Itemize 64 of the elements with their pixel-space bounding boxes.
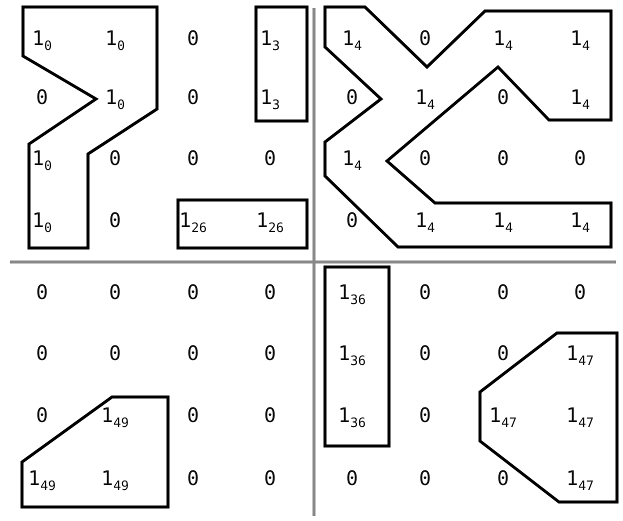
cell-value: 1$_{4}$	[570, 84, 590, 110]
cell-value: 0	[574, 145, 586, 171]
cell-value: 0	[346, 465, 358, 491]
cell-value: 1$_{4}$	[570, 25, 590, 51]
cell-value: 0	[496, 279, 510, 305]
cell-value: 1$_{4}$	[493, 25, 513, 51]
cell-value: 0	[186, 145, 200, 171]
cell-value: 1$_{0}$	[105, 25, 125, 51]
cell-value: 1$_{4}$	[570, 207, 590, 233]
cell-value: 0	[496, 84, 510, 110]
cell-value: 0	[36, 279, 48, 305]
cell-value: 0	[264, 279, 276, 305]
cell-value: 1$_{4}$	[493, 207, 513, 233]
cell-value: 1$_{47}$	[489, 402, 517, 428]
cell-value: 0	[346, 207, 358, 233]
cell-value: 0	[418, 145, 432, 171]
cell-value: 1$_{3}$	[260, 84, 280, 110]
cell-value: 0	[418, 402, 432, 428]
cell-value: 1$_{0}$	[32, 25, 52, 51]
cell-value: 1$_{0}$	[32, 207, 52, 233]
cell-value: 1$_{49}$	[101, 465, 129, 491]
cell-value: 1$_{26}$	[179, 207, 207, 233]
cell-value: 1$_{4}$	[342, 25, 362, 51]
cell-value: 0	[264, 402, 276, 428]
cell-value: 1$_{4}$	[342, 145, 362, 171]
cell-value: 1$_{4}$	[415, 84, 435, 110]
cell-value: 0	[264, 145, 276, 171]
cell-value: 0	[418, 25, 432, 51]
cell-value: 0	[186, 25, 200, 51]
cell-value: 0	[108, 279, 122, 305]
cell-value: 1$_{36}$	[338, 279, 366, 305]
cell-value: 0	[418, 465, 432, 491]
cell-value: 0	[186, 279, 200, 305]
cell-value: 1$_{3}$	[260, 25, 280, 51]
cell-value: 0	[346, 84, 358, 110]
cell-value: 0	[108, 340, 122, 366]
cell-value: 0	[186, 84, 200, 110]
cell-value: 0	[264, 465, 276, 491]
cell-value: 1$_{0}$	[105, 84, 125, 110]
cell-value: 0	[574, 279, 586, 305]
cell-value: 1$_{26}$	[256, 207, 284, 233]
cell-value: 1$_{47}$	[566, 402, 594, 428]
cell-value: 0	[418, 340, 432, 366]
cell-value: 0	[186, 402, 200, 428]
cell-value: 0	[496, 145, 510, 171]
cell-value: 0	[186, 465, 200, 491]
cell-value: 1$_{0}$	[32, 145, 52, 171]
cell-value: 0	[264, 340, 276, 366]
cell-value: 1$_{47}$	[566, 340, 594, 366]
cell-value: 0	[186, 340, 200, 366]
cell-value: 1$_{49}$	[28, 465, 56, 491]
cell-value: 0	[496, 340, 510, 366]
cell-value: 0	[36, 340, 48, 366]
cell-value: 0	[108, 207, 122, 233]
cell-value: 0	[36, 402, 48, 428]
cell-value: 1$_{4}$	[415, 207, 435, 233]
cell-value: 0	[496, 465, 510, 491]
cell-value: 1$_{49}$	[101, 402, 129, 428]
cell-value: 0	[108, 145, 122, 171]
cell-value: 1$_{36}$	[338, 340, 366, 366]
cell-value: 0	[36, 84, 48, 110]
cell-value: 0	[418, 279, 432, 305]
cell-value: 1$_{47}$	[566, 465, 594, 491]
cell-value: 1$_{36}$	[338, 402, 366, 428]
